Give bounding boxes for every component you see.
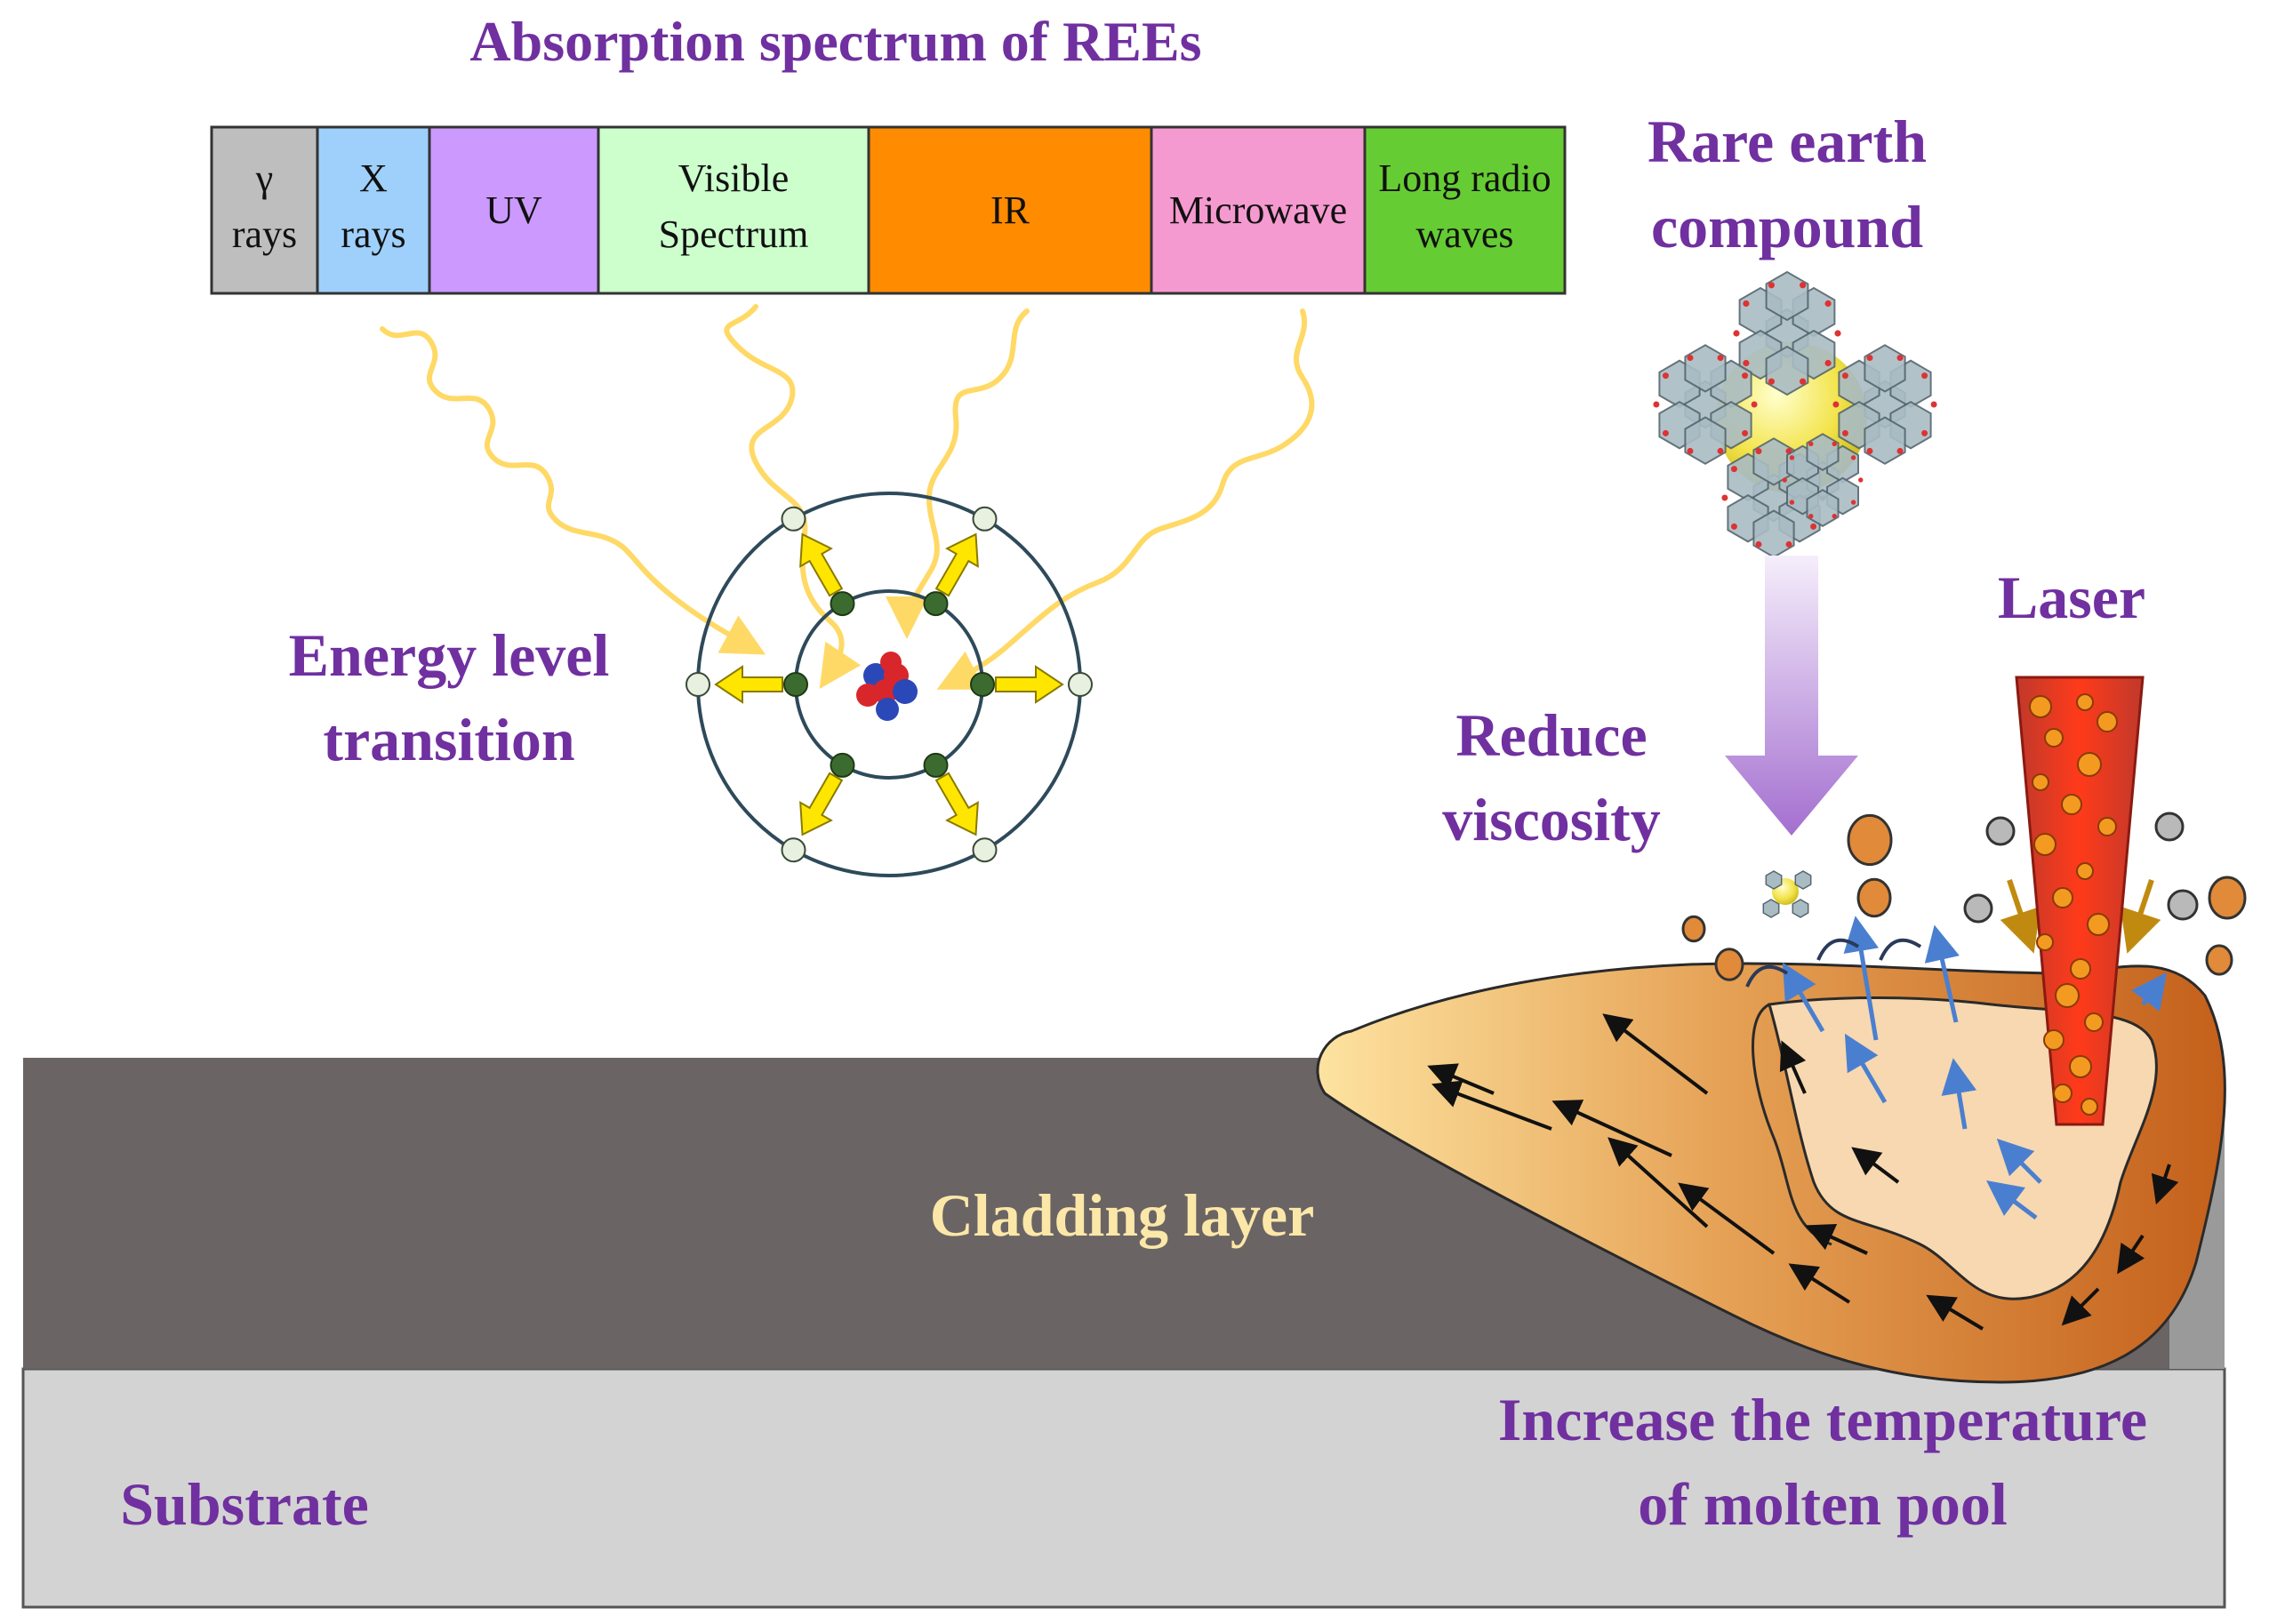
transition-arrow bbox=[714, 665, 783, 704]
laser-particle bbox=[2069, 1055, 2092, 1078]
inner-electron bbox=[783, 672, 808, 697]
energy-label-line2: transition bbox=[323, 706, 574, 773]
spectrum-band-0: γ rays bbox=[210, 125, 319, 295]
laser-particle bbox=[2052, 887, 2073, 908]
light-waves bbox=[380, 304, 1315, 690]
polyhedron-cluster bbox=[1733, 270, 1841, 396]
laser-particle bbox=[2077, 752, 2102, 777]
reduce-label-line2: viscosity bbox=[1442, 786, 1661, 853]
polyhedron-cluster bbox=[1782, 433, 1864, 527]
flow-arrows bbox=[1427, 879, 2179, 1331]
laser-particle bbox=[2097, 817, 2117, 836]
inner-electron bbox=[830, 591, 855, 617]
spectrum-band-label: Microwave bbox=[1169, 188, 1347, 232]
spectrum-band-label: γ bbox=[255, 156, 273, 200]
spectrum-band-label: Long radio bbox=[1378, 156, 1551, 200]
laser-particle bbox=[2076, 862, 2094, 880]
laser-label: Laser bbox=[1998, 564, 2145, 631]
substrate-block bbox=[21, 1367, 2226, 1609]
laser-particle bbox=[2055, 983, 2080, 1008]
spectrum-band-6: Long radio waves bbox=[1363, 125, 1567, 295]
reduce-label-line1: Reduce bbox=[1455, 701, 1647, 769]
outer-electron bbox=[972, 506, 998, 532]
inner-electron bbox=[923, 591, 949, 617]
outer-electron bbox=[1068, 672, 1093, 697]
nucleus bbox=[856, 652, 918, 721]
laser-particle bbox=[2043, 1029, 2065, 1051]
laser-particle bbox=[2061, 794, 2082, 815]
polyhedron-cluster bbox=[1653, 344, 1758, 465]
transition-arrow bbox=[799, 532, 844, 597]
substrate-label: Substrate bbox=[120, 1470, 369, 1538]
laser-particle bbox=[2087, 913, 2110, 936]
spectrum-band-label: rays bbox=[232, 212, 297, 256]
compound-down-arrow bbox=[1725, 556, 1858, 836]
spectrum-band-2: UV bbox=[428, 125, 600, 295]
laser-particle bbox=[2070, 958, 2091, 980]
laser-particle bbox=[2032, 773, 2049, 791]
diagram-title: Absorption spectrum of REEs bbox=[469, 10, 1201, 73]
atom-model bbox=[686, 492, 1093, 877]
transition-arrow bbox=[934, 772, 979, 836]
outer-electron bbox=[781, 506, 806, 532]
laser-particle bbox=[2084, 1012, 2104, 1032]
laser-particle bbox=[2076, 693, 2094, 711]
outer-electron bbox=[686, 672, 710, 697]
spatter-droplets bbox=[1681, 812, 2247, 981]
increase-label-line1: Increase the temperature bbox=[1498, 1386, 2147, 1453]
laser-particle bbox=[2033, 833, 2056, 856]
spectrum-band-label: X bbox=[359, 156, 388, 200]
outer-electron bbox=[781, 837, 806, 863]
rare-earth-label-line1: Rare earth bbox=[1648, 108, 1927, 175]
cladding-label: Cladding layer bbox=[930, 1181, 1315, 1249]
spectrum-band-5: Microwave bbox=[1150, 125, 1367, 295]
transition-arrow bbox=[934, 532, 979, 597]
inner-electron bbox=[970, 672, 995, 697]
transition-arrow bbox=[799, 772, 844, 836]
inner-electron bbox=[830, 752, 855, 778]
laser-particle bbox=[2081, 1098, 2098, 1116]
spectrum-band-label: rays bbox=[341, 212, 405, 256]
increase-label-line2: of molten pool bbox=[1638, 1470, 2008, 1538]
laser-particle bbox=[2053, 1084, 2073, 1103]
transition-arrow bbox=[995, 665, 1064, 704]
spectrum-band-label: IR bbox=[990, 188, 1030, 232]
polyhedron-cluster bbox=[1832, 344, 1937, 465]
energy-label-line1: Energy level bbox=[289, 621, 610, 689]
spectrum-band-label: waves bbox=[1416, 212, 1514, 256]
outer-electron bbox=[972, 837, 998, 863]
laser-particle bbox=[2097, 711, 2118, 732]
spectrum-band-label: Spectrum bbox=[659, 212, 809, 256]
laser-particle bbox=[2036, 933, 2054, 951]
small-molecule bbox=[1762, 870, 1812, 918]
laser-particle bbox=[2029, 695, 2052, 718]
laser-beam bbox=[2015, 676, 2145, 1126]
rare-earth-molecule bbox=[1653, 270, 1937, 558]
spectrum-band-4: IR bbox=[867, 125, 1153, 295]
laser-particle bbox=[2044, 728, 2064, 748]
spectrum-band-label: Visible bbox=[678, 156, 789, 200]
inner-electron bbox=[923, 752, 949, 778]
spectrum-band-label: UV bbox=[485, 188, 542, 232]
rare-earth-label-line2: compound bbox=[1651, 193, 1923, 260]
